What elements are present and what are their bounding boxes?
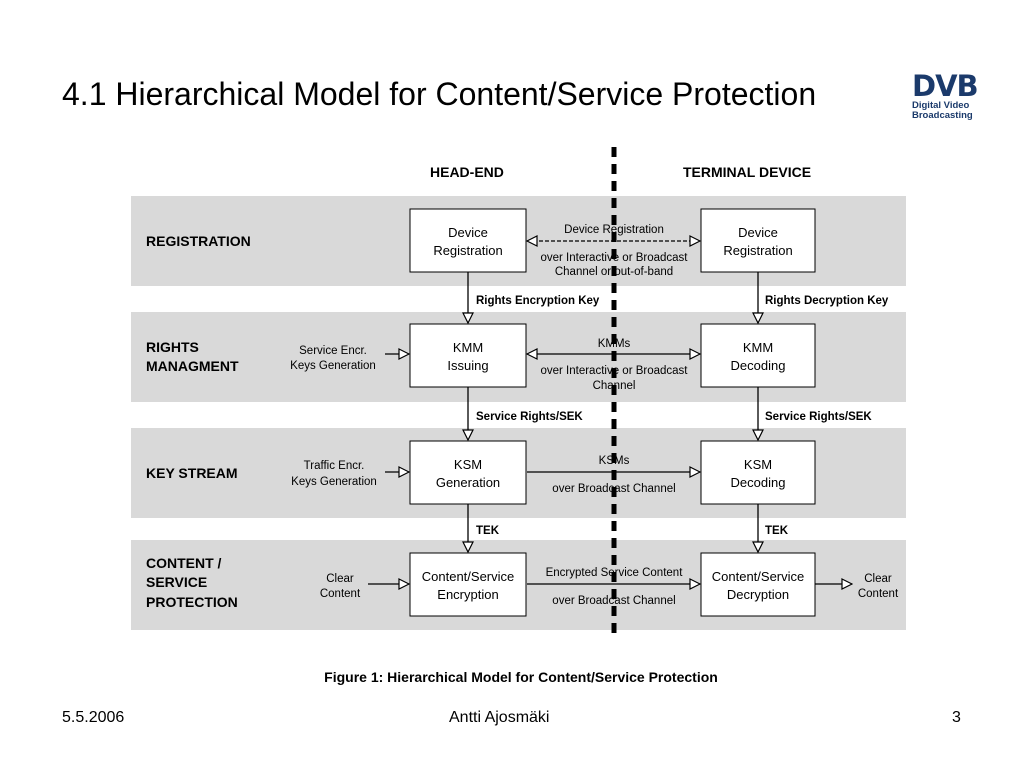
input-traffic-encr-2: Keys Generation (291, 476, 377, 488)
box-ksm-generation-l2: Generation (436, 475, 500, 490)
output-clear-out-2: Content (858, 588, 899, 600)
link-kmm-top: KMMs (598, 338, 631, 350)
box-device-registration-terminal-l1: Device (738, 225, 778, 240)
footer-author: Antti Ajosmäki (449, 709, 550, 726)
row-label-content-3: PROTECTION (146, 594, 238, 610)
label-rights-encryption-key: Rights Encryption Key (476, 295, 600, 307)
label-tek-right: TEK (765, 525, 789, 537)
box-kmm-issuing-l2: Issuing (447, 358, 488, 373)
row-label-rights-1: RIGHTS (146, 339, 199, 355)
input-traffic-encr-1: Traffic Encr. (304, 460, 365, 472)
label-tek-left: TEK (476, 525, 500, 537)
dvb-logo: DVB Digital Video Broadcasting (912, 72, 982, 128)
box-device-registration-terminal-l2: Registration (723, 243, 792, 258)
logo-line-2: Broadcasting (912, 110, 973, 121)
input-service-encr-2: Keys Generation (290, 360, 376, 372)
footer-date: 5.5.2006 (62, 709, 125, 726)
label-rights-decryption-key: Rights Decryption Key (765, 295, 889, 307)
link-enc-bot: over Broadcast Channel (552, 595, 675, 607)
link-ksm-bot: over Broadcast Channel (552, 483, 675, 495)
box-ksm-generation (409, 440, 527, 505)
link-enc-top: Encrypted Service Content (546, 567, 684, 579)
output-clear-out-1: Clear (864, 573, 892, 585)
box-ksm-generation-l1: KSM (454, 457, 482, 472)
box-content-encryption-l2: Encryption (437, 587, 498, 602)
link-ksm-top: KSMs (599, 455, 630, 467)
link-kmm-bot-1: over Interactive or Broadcast (540, 365, 688, 377)
logo-wordmark: DVB (912, 69, 979, 103)
row-label-key-stream: KEY STREAM (146, 465, 238, 481)
box-kmm-issuing (409, 323, 527, 388)
column-head-end: HEAD-END (430, 164, 504, 180)
box-device-registration-head (409, 208, 527, 273)
box-kmm-decoding-l1: KMM (743, 340, 773, 355)
input-clear-in-1: Clear (326, 573, 354, 585)
box-kmm-decoding-l2: Decoding (731, 358, 786, 373)
footer-page-number: 3 (952, 709, 961, 726)
row-label-rights-2: MANAGMENT (146, 358, 239, 374)
input-clear-in-2: Content (320, 588, 361, 600)
label-service-rights-left: Service Rights/SEK (476, 411, 583, 423)
box-content-encryption (409, 552, 527, 617)
logo-line-1: Digital Video (912, 100, 970, 111)
link-reg-bot-2: Channel or out-of-band (555, 266, 673, 278)
figure-caption: Figure 1: Hierarchical Model for Content… (324, 669, 718, 685)
link-reg-top: Device Registration (564, 224, 664, 236)
box-content-decryption-l2: Decryption (727, 587, 789, 602)
column-terminal: TERMINAL DEVICE (683, 164, 811, 180)
box-kmm-decoding (700, 323, 816, 388)
box-device-registration-head-l2: Registration (433, 243, 502, 258)
input-service-encr-1: Service Encr. (299, 345, 367, 357)
box-content-encryption-l1: Content/Service (422, 569, 515, 584)
box-kmm-issuing-l1: KMM (453, 340, 483, 355)
slide-title: 4.1 Hierarchical Model for Content/Servi… (62, 76, 817, 112)
box-ksm-decoding-l2: Decoding (731, 475, 786, 490)
box-device-registration-terminal (700, 208, 816, 273)
row-label-content-2: SERVICE (146, 574, 207, 590)
box-device-registration-head-l1: Device (448, 225, 488, 240)
link-reg-bot-1: over Interactive or Broadcast (540, 252, 688, 264)
label-service-rights-right: Service Rights/SEK (765, 411, 872, 423)
box-ksm-decoding-l1: KSM (744, 457, 772, 472)
box-content-decryption (700, 552, 816, 617)
box-ksm-decoding (700, 440, 816, 505)
box-content-decryption-l1: Content/Service (712, 569, 805, 584)
link-kmm-bot-2: Channel (593, 380, 636, 392)
row-label-registration: REGISTRATION (146, 233, 251, 249)
row-label-content-1: CONTENT / (146, 555, 222, 571)
